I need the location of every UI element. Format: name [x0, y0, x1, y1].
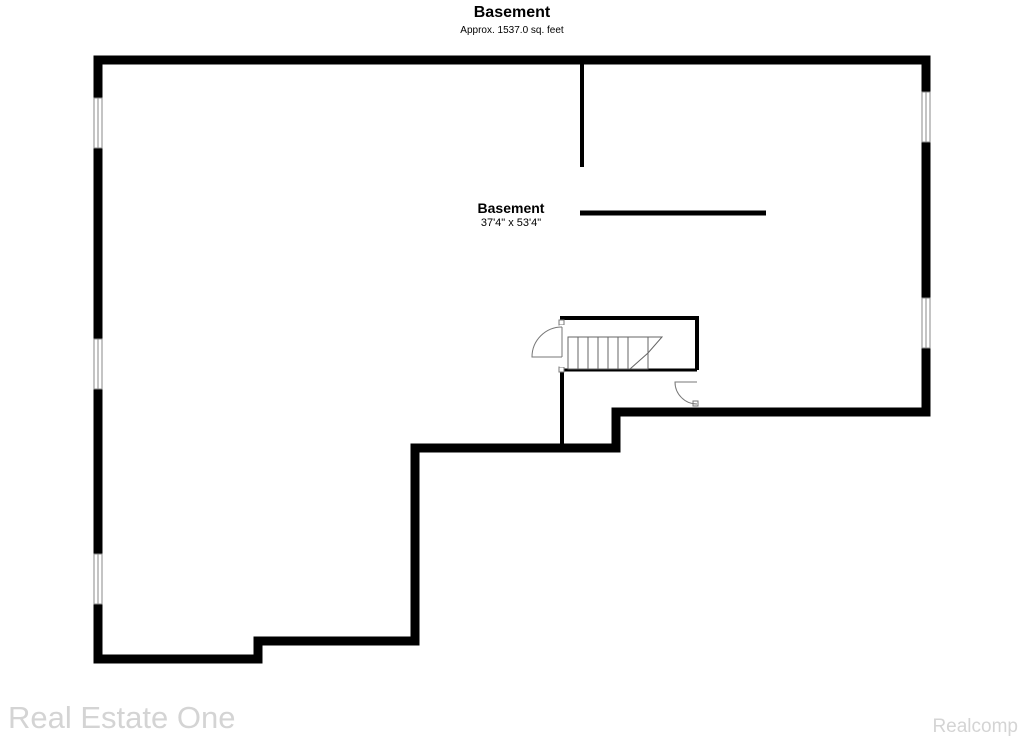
window-left-2: [93, 338, 103, 390]
exterior-wall: [93, 55, 931, 664]
stair-enclosure-wall: [560, 316, 699, 444]
window-left-1: [93, 97, 103, 149]
staircase: [567, 336, 664, 370]
door-swing-stair: [531, 319, 565, 373]
floor-area-label: Approx. 1537.0 sq. feet: [460, 25, 564, 36]
door-swing-closet: [674, 374, 700, 407]
window-right-1: [921, 91, 931, 143]
window-left-3: [93, 553, 103, 605]
window-right-2: [921, 297, 931, 349]
floor-title: Basement: [473, 4, 551, 21]
watermark-brokerage: Real Estate One: [8, 700, 236, 735]
watermark-mls: Realcomp: [932, 716, 1018, 737]
room-dimensions-label: 37'4" x 53'4": [481, 217, 541, 229]
room-name-label: Basement: [478, 200, 545, 216]
